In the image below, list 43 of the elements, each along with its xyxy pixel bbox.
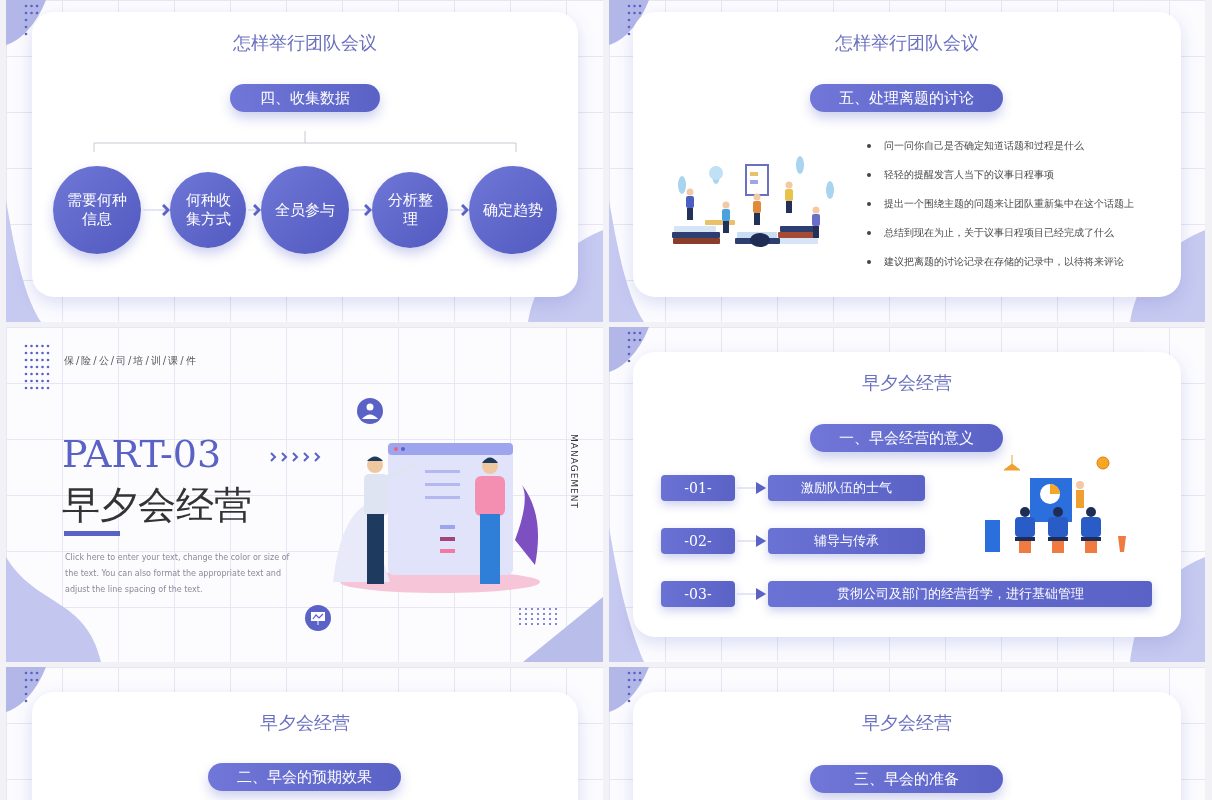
- slide-card: [633, 692, 1181, 800]
- slide-title: 早夕会经营: [861, 371, 953, 395]
- section-pill: 五、处理离题的讨论: [810, 84, 1003, 112]
- chevron-arrow: [142, 203, 170, 217]
- arrow: [736, 535, 767, 547]
- arrow: [736, 482, 767, 494]
- item-bar: 辅导与传承: [768, 528, 925, 554]
- item-bar: 激励队伍的士气: [768, 475, 925, 501]
- section-pill: 四、收集数据: [230, 84, 380, 112]
- chevron-arrow: [247, 203, 261, 217]
- step-circle: 全员参与: [261, 166, 349, 254]
- vertical-caption: MANAGEMENT: [568, 434, 580, 509]
- bullet-text: 轻轻的提醒发言人当下的议事日程事项: [884, 168, 1055, 182]
- slide-card: [633, 352, 1181, 637]
- section-pill: 二、早会的预期效果: [208, 763, 401, 791]
- number-tag: -01-: [661, 475, 735, 501]
- body-paragraph: Click here to enter your text, change the color or size of the text. You can also format the appropriate text and adjust the line spacing of the text.: [65, 552, 291, 596]
- step-circle: 何种收集方式: [170, 172, 246, 248]
- step-circle: 需要何种信息: [53, 166, 141, 254]
- slide-title: 早夕会经营: [861, 711, 953, 735]
- bullet-text: 问一问你自己是否确定知道话题和过程是什么: [884, 139, 1085, 153]
- step-circle: 确定趋势: [469, 166, 557, 254]
- slide-title: 早夕会经营: [259, 711, 351, 735]
- bullet-text: 总结到现在为止，关于议事日程项目已经完成了什么: [884, 226, 1115, 240]
- slide-card: [32, 692, 578, 800]
- section-pill: 一、早会经营的意义: [810, 424, 1003, 452]
- section-heading: 早夕会经营: [62, 482, 253, 529]
- chevron-arrow: [350, 203, 372, 217]
- slide-card: [633, 12, 1181, 297]
- step-circle: 分析整理: [372, 172, 448, 248]
- bullet-text: 提出一个围绕主题的问题来让团队重新集中在这个话题上: [884, 197, 1135, 211]
- slide-card: [32, 12, 578, 297]
- number-tag: -02-: [661, 528, 735, 554]
- number-tag: -03-: [661, 581, 735, 607]
- slide-title: 怎样举行团队会议: [834, 31, 980, 55]
- slide-title: 怎样举行团队会议: [232, 31, 378, 55]
- bullet-text: 建议把离题的讨论记录在存储的记录中，以待将来评论: [884, 255, 1125, 269]
- arrow: [736, 588, 767, 600]
- chevron-arrow: [449, 203, 469, 217]
- subtitle-text: 保/险/公/司/培/训/课/件: [64, 354, 199, 368]
- part-number: PART-03: [62, 431, 223, 478]
- section-pill: 三、早会的准备: [810, 765, 1003, 793]
- item-bar: 贯彻公司及部门的经营哲学，进行基础管理: [768, 581, 1152, 607]
